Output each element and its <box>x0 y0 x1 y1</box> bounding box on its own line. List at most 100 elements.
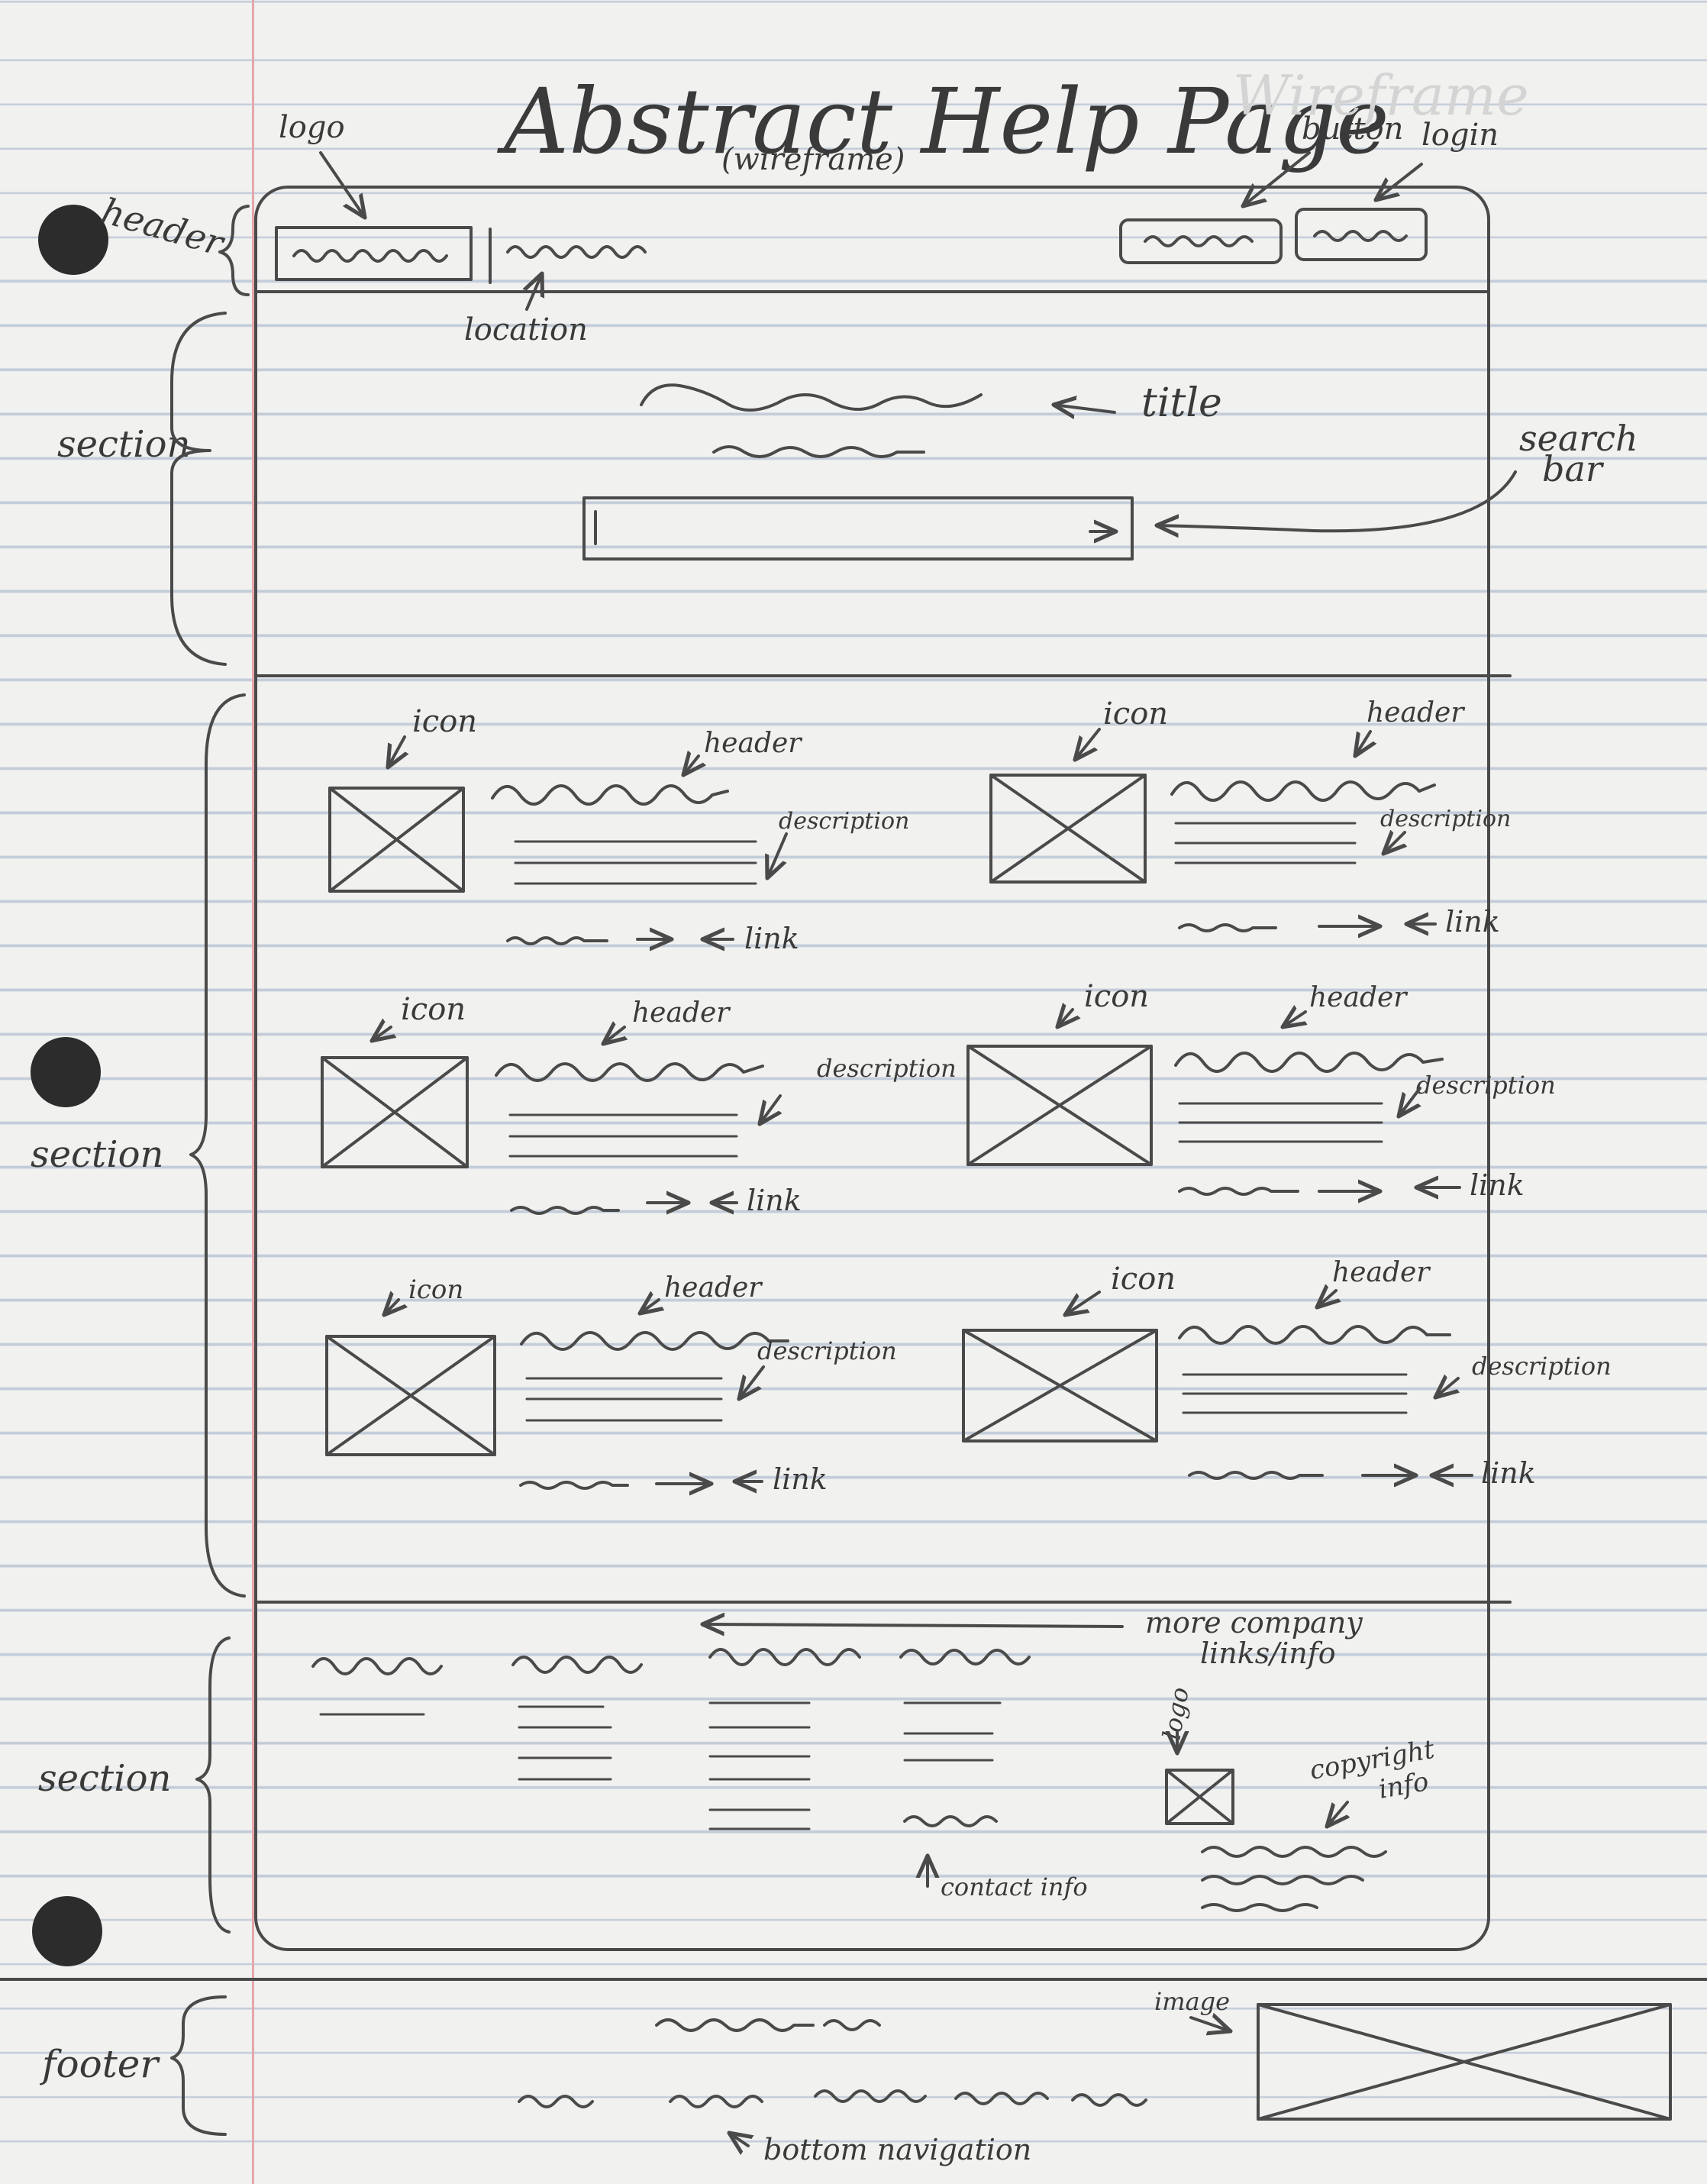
card-5-header-scribble <box>520 1331 789 1351</box>
copyright-line-3 <box>1201 1903 1318 1912</box>
copyright-line-1 <box>1201 1846 1387 1858</box>
help-card-3: icon header description link <box>321 992 957 1217</box>
page-title: Abstract Help Page <box>497 69 1389 174</box>
binder-hole-top <box>38 205 108 275</box>
card-2-icon-cross-b <box>989 774 1147 884</box>
card-6-icon-arrow <box>1065 1291 1101 1315</box>
card-4-header-scribble <box>1174 1052 1444 1073</box>
card-5-icon-arrow <box>384 1300 399 1315</box>
company-links-section: contact info more company links/info log… <box>311 1606 1437 1912</box>
card-3-description-arrow <box>760 1094 780 1124</box>
login-button-scribble <box>1313 230 1408 242</box>
footer-image-placeholder <box>1257 2003 1672 2121</box>
card-2-icon-annotation: icon <box>1103 696 1168 732</box>
button-annotation: button <box>1302 111 1403 147</box>
bottom-nav-item-3[interactable] <box>814 2089 927 2103</box>
card-3-icon-placeholder <box>321 1056 469 1168</box>
card-1-link-scribble[interactable] <box>506 936 608 945</box>
footer-logo-cross-b <box>1165 1769 1234 1825</box>
column-2-heading <box>511 1656 643 1674</box>
card-1-header-scribble <box>491 784 729 806</box>
card-5-link-scribble[interactable] <box>519 1481 629 1490</box>
card-6-link-annotation: link <box>1481 1456 1536 1490</box>
card-1-description-arrow <box>767 832 788 878</box>
copyright-arrow <box>1327 1801 1347 1827</box>
card-4-icon-cross-b <box>966 1045 1153 1166</box>
card-6-icon-cross-b <box>962 1329 1158 1443</box>
bottom-nav-arrow <box>729 2133 748 2146</box>
help-card-2: icon header description link <box>989 696 1511 939</box>
card-2-description-annotation: description <box>1380 806 1511 832</box>
button-arrow <box>1243 151 1311 206</box>
page-subtitle: (wireframe) <box>721 142 905 177</box>
logo-scribble <box>292 249 448 263</box>
title-arrow <box>1054 405 1116 412</box>
card-5-icon-placeholder <box>325 1335 496 1456</box>
card-6-header-arrow <box>1317 1291 1336 1307</box>
location-arrow <box>527 273 542 311</box>
logo-arrow <box>319 151 365 218</box>
location-annotation: location <box>464 312 588 347</box>
header-button[interactable] <box>1119 218 1283 264</box>
card-1-icon-annotation: icon <box>412 704 477 739</box>
card-6-icon-annotation: icon <box>1111 1262 1176 1297</box>
card-2-header-scribble <box>1170 780 1436 802</box>
bottom-nav-annotation: bottom navigation <box>763 2133 1031 2166</box>
login-annotation: login <box>1421 118 1499 153</box>
device-frame <box>254 186 1490 1951</box>
footer-area: bottom navigation image <box>518 1987 1672 2166</box>
card-5-link-annotation: link <box>773 1462 828 1496</box>
card-2-description-arrow <box>1383 832 1405 854</box>
faint-heading: Wireframe <box>1233 63 1529 128</box>
search-annotation-arrow <box>1157 470 1517 531</box>
bottom-nav-item-2[interactable] <box>669 2095 763 2108</box>
help-card-4: icon header description link <box>966 979 1556 1202</box>
logo-annotation: logo <box>279 110 345 145</box>
bottom-nav-item-5[interactable] <box>1071 2093 1147 2107</box>
bottom-nav-item-4[interactable] <box>954 2092 1049 2105</box>
footer-logo-placeholder <box>1165 1769 1234 1825</box>
login-button[interactable] <box>1295 208 1428 261</box>
title-annotation: title <box>1141 380 1222 426</box>
column-3-heading <box>708 1648 861 1666</box>
brace-section-hero <box>170 312 227 666</box>
card-3-link-annotation: link <box>747 1184 802 1217</box>
column-4-heading <box>899 1649 1031 1665</box>
card-3-icon-annotation: icon <box>401 992 466 1027</box>
hero-title-scribble <box>640 383 983 412</box>
card-4-header-annotation: header <box>1309 982 1408 1013</box>
footer-image-arrow <box>1189 2018 1231 2031</box>
header-logo-box <box>275 226 473 281</box>
card-5-description-annotation: description <box>757 1336 897 1365</box>
binder-hole-bottom <box>32 1896 102 1966</box>
help-card-5: icon header description link <box>325 1272 897 1496</box>
more-links-annotation-2: links/info <box>1200 1636 1336 1670</box>
help-card-1: icon header description link <box>328 704 909 955</box>
card-4-description-arrow <box>1399 1087 1420 1116</box>
search-annotation-1: search <box>1519 418 1638 459</box>
card-1-header-arrow <box>683 756 699 775</box>
card-6-description-annotation: description <box>1472 1352 1612 1381</box>
card-6-link-scribble[interactable] <box>1188 1471 1324 1480</box>
search-bar[interactable] <box>582 496 1134 561</box>
card-4-description-annotation: description <box>1416 1071 1556 1100</box>
card-6-description-arrow <box>1435 1378 1458 1397</box>
card-3-header-scribble <box>495 1062 764 1082</box>
label-footer: footer <box>39 2042 160 2086</box>
card-1-icon-arrow <box>388 735 405 767</box>
card-5-icon-cross-b <box>325 1335 496 1456</box>
card-3-link-scribble[interactable] <box>510 1206 620 1215</box>
login-arrow <box>1376 163 1423 200</box>
card-4-link-scribble[interactable] <box>1178 1187 1299 1196</box>
card-2-link-annotation: link <box>1445 905 1500 939</box>
label-section-links: section <box>38 1757 171 1800</box>
label-section-cards: section <box>31 1133 163 1176</box>
bottom-nav-item-1[interactable] <box>518 2095 594 2108</box>
card-2-link-scribble[interactable] <box>1178 923 1277 932</box>
card-2-icon-placeholder <box>989 774 1147 884</box>
card-3-icon-arrow <box>372 1027 391 1041</box>
help-card-6: icon header description link <box>962 1257 1612 1490</box>
card-5-description-arrow <box>739 1365 765 1399</box>
search-annotation-2: bar <box>1542 448 1605 489</box>
